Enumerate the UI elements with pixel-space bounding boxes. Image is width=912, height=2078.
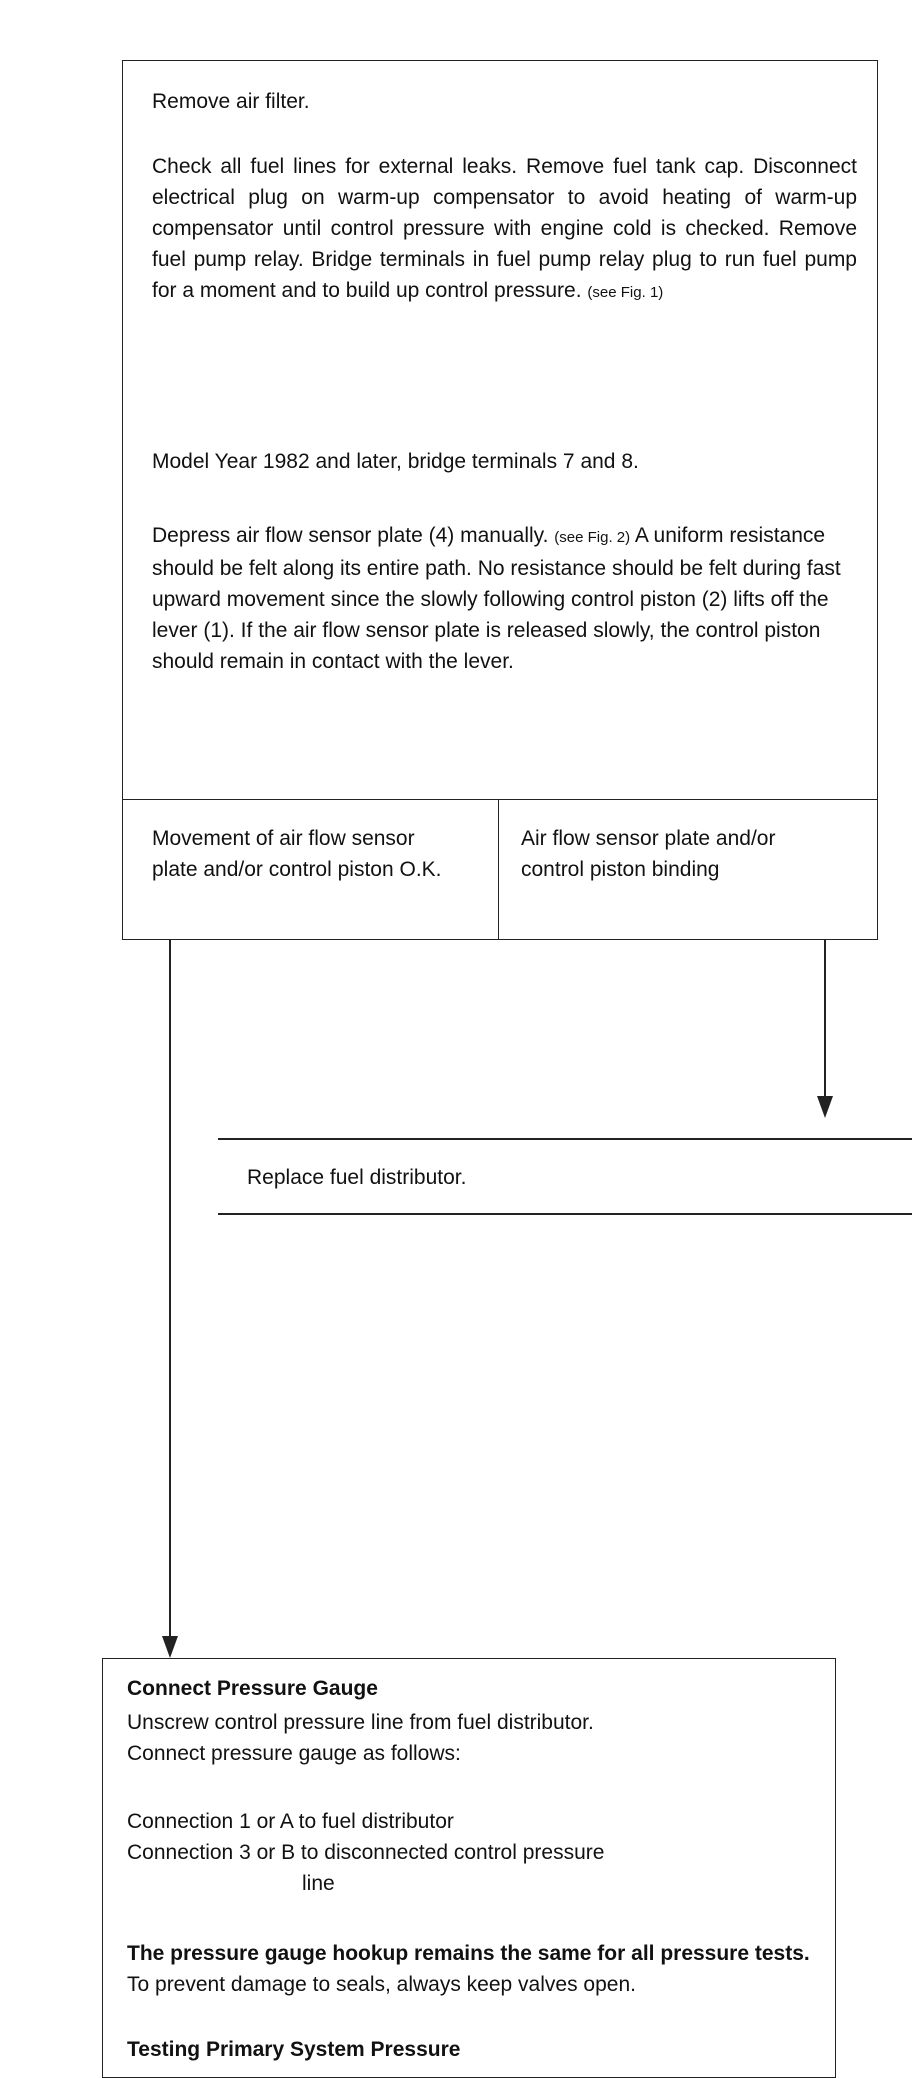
flow-line-binding [824,940,826,1098]
arrow-down-icon [817,1096,833,1118]
pressure-gauge-title: Connect Pressure Gauge [127,1677,378,1700]
see-fig-1-ref: (see Fig. 1) [587,284,664,301]
connection-1-text: Connection 1 or A to fuel distributor [127,1810,454,1833]
connect-text: Connect pressure gauge as follows: [127,1742,461,1765]
unscrew-text: Unscrew control pressure line from fuel … [127,1711,594,1734]
arrow-down-icon [162,1636,178,1658]
hookup-note-bold: The pressure gauge hookup remains the sa… [127,1942,810,1965]
depress-sensor-text: Depress air flow sensor plate (4) manual… [152,520,867,677]
replace-top-rule [218,1138,912,1140]
hookup-note-rest: To prevent damage to seals, always keep … [127,1973,636,1996]
outcome-ok-box [122,799,500,940]
outcome-binding-box [498,799,878,940]
flow-line-ok [169,940,171,1640]
replace-bottom-rule [218,1213,912,1215]
model-year-text: Model Year 1982 and later, bridge termin… [152,450,639,473]
hookup-note: The pressure gauge hookup remains the sa… [127,1938,827,2000]
see-fig-2-ref: (see Fig. 2) [554,529,631,546]
check-fuel-lines-body: Check all fuel lines for external leaks.… [152,155,857,302]
procedure-box [122,60,878,800]
outcome-ok-text: Movement of air flow sensor plate and/or… [152,827,442,881]
outcome-binding-text: Air flow sensor plate and/or control pis… [521,827,776,881]
connection-3-text: Connection 3 or B to disconnected contro… [127,1841,605,1864]
replace-fuel-distributor-text: Replace fuel distributor. [247,1166,467,1189]
depress-sensor-body: A uniform resistance should be felt alon… [152,524,841,673]
connection-3-continued: line [302,1872,335,1895]
remove-air-filter-text: Remove air filter. [152,90,310,113]
pressure-gauge-box [102,1658,836,2078]
depress-sensor-lead: Depress air flow sensor plate (4) manual… [152,524,549,547]
check-fuel-lines-text: Check all fuel lines for external leaks.… [152,151,857,308]
